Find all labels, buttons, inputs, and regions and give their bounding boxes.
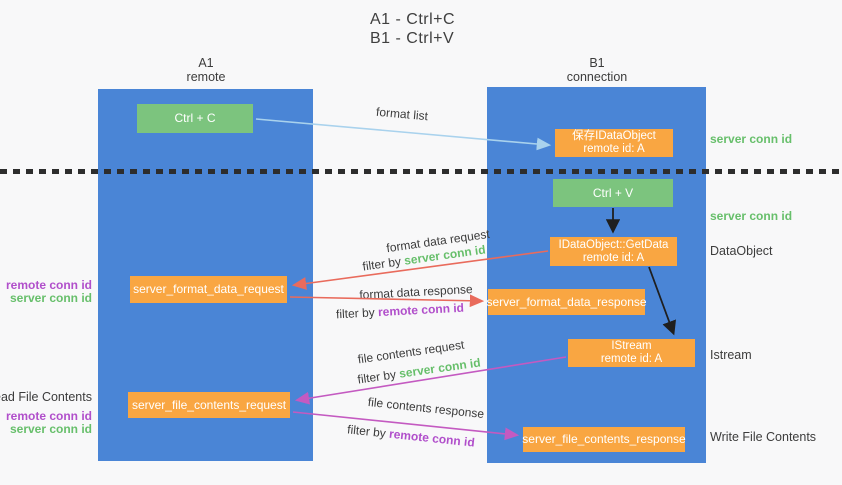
column-b-subtitle: connection — [566, 70, 628, 84]
filter-by-text: filter by — [346, 422, 390, 441]
getdata-line1: IDataObject::GetData — [558, 238, 669, 251]
dotted-separator-line — [0, 169, 842, 174]
ctrl-c-label: Ctrl + C — [174, 111, 216, 125]
title-line-1: A1 - Ctrl+C — [370, 11, 456, 28]
left-label-remote-conn-id-top: remote conn id — [5, 278, 92, 292]
filter-by-text: filter by — [335, 305, 379, 322]
ctrl-v-label: Ctrl + V — [592, 185, 634, 200]
left-label-server-conn-id-bottom: server conn id — [9, 422, 92, 436]
diagram-title: A1 - Ctrl+C B1 - Ctrl+V — [370, 10, 455, 48]
label-filter-by-remote-1: filter by remote conn id — [336, 301, 465, 322]
left-label-server-conn-id-top: server conn id — [9, 291, 92, 305]
right-label-istream: Istream — [710, 348, 752, 362]
column-b-id: B1 — [589, 56, 605, 70]
remote-conn-id-text: remote conn id — [388, 426, 476, 450]
left-label-remote-conn-id-bottom: remote conn id — [5, 409, 92, 423]
istream-box: IStream remote id: A — [568, 339, 695, 367]
server-format-data-request-box: server_format_data_request — [130, 276, 287, 303]
column-a-subtitle: remote — [186, 70, 226, 84]
save-dataobject-line2: remote id: A — [583, 143, 645, 155]
getdata-box: IDataObject::GetData remote id: A — [550, 237, 677, 266]
server-format-data-response-box: server_format_data_response — [486, 289, 647, 315]
filter-by-text: filter by — [356, 366, 401, 387]
server-conn-id-text: server conn id — [398, 355, 482, 381]
server-format-data-response-label: server_format_data_response — [486, 294, 647, 309]
label-format-data-response: format data response — [359, 282, 473, 302]
left-label-read-file-contents: Read File Contents — [0, 390, 92, 404]
column-a-id: A1 — [198, 56, 214, 70]
label-format-list: format list — [375, 104, 429, 124]
filter-by-text: filter by — [361, 253, 406, 274]
remote-conn-id-text: remote conn id — [377, 300, 465, 320]
save-dataobject-box: 保存IDataObject remote id: A — [555, 129, 673, 157]
server-file-contents-response-box: server_file_contents_response — [522, 427, 686, 452]
label-filter-by-remote-2: filter by remote conn id — [347, 422, 476, 449]
istream-line1: IStream — [611, 340, 652, 352]
server-file-contents-request-box: server_file_contents_request — [128, 392, 290, 418]
right-label-write-file-contents: Write File Contents — [710, 430, 817, 444]
server-format-data-request-label: server_format_data_request — [133, 282, 284, 296]
save-dataobject-line1: 保存IDataObject — [572, 130, 656, 142]
title-line-2: B1 - Ctrl+V — [370, 30, 455, 47]
label-file-contents-response: file contents response — [367, 394, 485, 422]
server-file-contents-response-label: server_file_contents_response — [522, 432, 686, 446]
server-file-contents-request-label: server_file_contents_request — [131, 397, 287, 412]
ctrl-c-box: Ctrl + C — [137, 104, 253, 133]
getdata-line2: remote id: A — [582, 251, 645, 264]
right-label-server-conn-id-mid: server conn id — [710, 209, 793, 223]
ctrl-v-box: Ctrl + V — [553, 179, 673, 207]
column-b-header: B1 connection — [567, 56, 627, 84]
column-a-header: A1 remote — [187, 56, 226, 84]
right-label-server-conn-id-top: server conn id — [710, 132, 793, 146]
right-label-dataobject: DataObject — [710, 244, 773, 258]
istream-line2: remote id: A — [600, 353, 663, 365]
